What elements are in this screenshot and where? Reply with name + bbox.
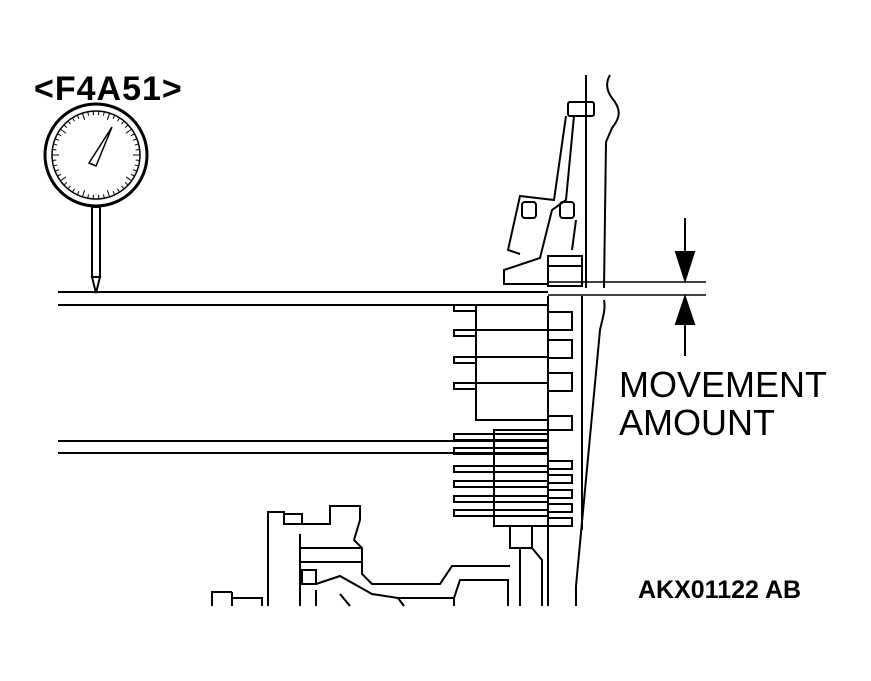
dial-tick bbox=[125, 128, 132, 134]
reaction-plate bbox=[58, 281, 706, 306]
dial-tick bbox=[76, 190, 80, 196]
dial-tick bbox=[53, 143, 58, 146]
dial-tick bbox=[133, 169, 138, 172]
dial-tick bbox=[106, 190, 111, 198]
dial-tick bbox=[52, 159, 57, 162]
dial-tick bbox=[103, 194, 105, 199]
dial-tick bbox=[63, 124, 68, 128]
clutch-pack bbox=[453, 296, 606, 606]
dial-tick bbox=[121, 120, 125, 125]
dial-tick bbox=[135, 148, 140, 151]
dial-tick bbox=[54, 138, 59, 141]
housing-upper bbox=[503, 74, 620, 289]
dial-tick bbox=[53, 164, 58, 167]
dial-tick bbox=[130, 173, 135, 177]
movement-amount-label: MOVEMENT AMOUNT bbox=[619, 366, 827, 442]
dial-tick bbox=[125, 176, 132, 182]
dial-tick bbox=[57, 173, 62, 177]
dial-tick bbox=[87, 111, 89, 116]
dial-tick bbox=[134, 143, 139, 146]
dial-tick bbox=[72, 188, 75, 193]
dial-tick bbox=[130, 133, 135, 137]
movement-label-line-1: MOVEMENT bbox=[619, 364, 828, 405]
figure-code-label: AKX01122 AB bbox=[638, 576, 802, 604]
arrow-down-icon bbox=[674, 218, 696, 284]
dial-tick bbox=[87, 194, 89, 199]
dial-tick bbox=[112, 114, 116, 120]
dial-tick bbox=[72, 117, 75, 122]
movement-label-line-2: AMOUNT bbox=[619, 402, 775, 443]
dial-tick bbox=[133, 138, 138, 141]
dial-tick bbox=[60, 176, 67, 182]
arrow-up-icon bbox=[674, 293, 696, 356]
dial-tick bbox=[67, 185, 71, 190]
dial-tick bbox=[76, 114, 80, 120]
dial-tick bbox=[117, 188, 120, 193]
dial-tick bbox=[112, 190, 116, 196]
dial-tick bbox=[121, 185, 125, 190]
dial-indicator-icon bbox=[43, 102, 149, 294]
dial-tick bbox=[134, 164, 139, 167]
dial-tick bbox=[124, 124, 129, 128]
dial-tick bbox=[103, 111, 105, 116]
dial-tick bbox=[67, 120, 71, 125]
dial-tick bbox=[106, 112, 111, 120]
dial-tick bbox=[63, 182, 68, 186]
dial-tick bbox=[60, 128, 67, 134]
dial-tick bbox=[135, 159, 140, 162]
dial-tick bbox=[124, 182, 129, 186]
piston-assembly bbox=[211, 505, 543, 607]
dial-tick bbox=[52, 148, 57, 151]
dial-tick bbox=[54, 169, 59, 172]
dial-tick bbox=[81, 112, 86, 120]
dial-tick bbox=[57, 133, 62, 137]
model-label: <F4A51> bbox=[34, 70, 183, 108]
lower-plate-stack bbox=[58, 429, 573, 549]
dial-tick bbox=[117, 117, 120, 122]
dial-tick bbox=[81, 190, 86, 198]
